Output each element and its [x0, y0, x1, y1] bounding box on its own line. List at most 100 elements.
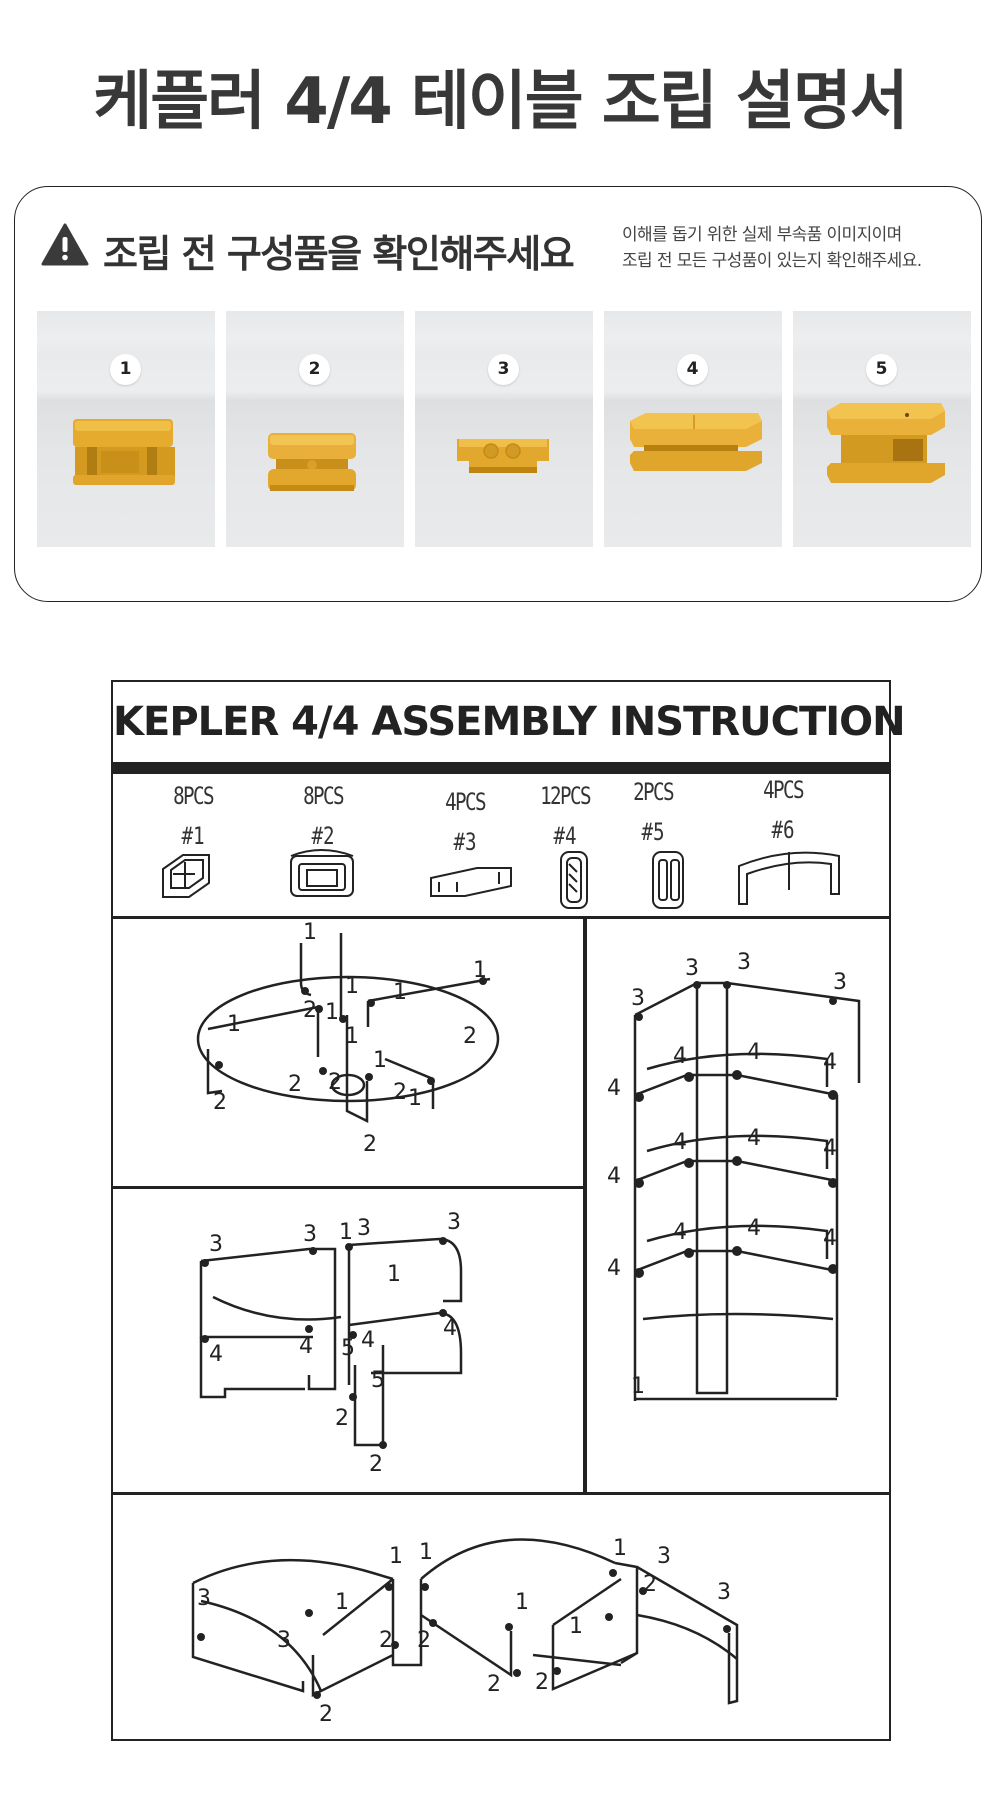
svg-text:4: 4 — [823, 1136, 837, 1161]
part-id: #6 — [771, 816, 795, 844]
part-spec-5: 2PCS #5 — [603, 770, 703, 846]
svg-text:2: 2 — [335, 1406, 349, 1431]
svg-text:2: 2 — [535, 1670, 549, 1695]
part-qty: 4PCS — [445, 788, 486, 816]
svg-text:1: 1 — [227, 1012, 241, 1037]
svg-text:3: 3 — [209, 1232, 223, 1257]
svg-text:3: 3 — [737, 950, 751, 975]
svg-text:4: 4 — [673, 1220, 687, 1245]
svg-text:2: 2 — [369, 1452, 383, 1477]
parts-photo-row: 1 2 3 — [37, 311, 971, 547]
card-note-line: 조립 전 모든 구성품이 있는지 확인해주세요. — [622, 251, 922, 271]
part-number: 5 — [866, 354, 897, 385]
svg-text:4: 4 — [673, 1044, 687, 1069]
svg-text:2: 2 — [379, 1628, 393, 1653]
part-spec-2: 8PCS #2 — [273, 774, 373, 850]
svg-text:4: 4 — [443, 1316, 457, 1341]
svg-text:4: 4 — [747, 1126, 761, 1151]
part-photo-4: 4 — [604, 311, 782, 547]
svg-text:4: 4 — [607, 1256, 621, 1281]
svg-text:1: 1 — [389, 1544, 403, 1569]
svg-text:4: 4 — [673, 1130, 687, 1155]
divider — [113, 916, 889, 919]
part-number: 2 — [299, 354, 330, 385]
card-title: 조립 전 구성품을 확인해주세요 — [103, 232, 575, 276]
part-icons — [162, 849, 840, 909]
svg-text:4: 4 — [607, 1076, 621, 1101]
svg-text:1: 1 — [373, 1048, 387, 1073]
svg-text:1: 1 — [345, 974, 359, 999]
manual-title: KEPLER 4/4 ASSEMBLY INSTRUCTION — [113, 699, 906, 745]
part-spec-6: 4PCS #6 — [733, 768, 833, 844]
part-number: 4 — [677, 354, 708, 385]
part-photo-2: 2 — [226, 311, 404, 547]
svg-text:2: 2 — [417, 1628, 431, 1653]
parts-list: 8PCS #1 8PCS #2 4PCS #3 12PCS #4 2PCS #5… — [113, 774, 889, 916]
svg-text:1: 1 — [631, 1374, 645, 1399]
card-note: 이해를 돕기 위한 실제 부속품 이미지이며 조립 전 모든 구성품이 있는지 … — [622, 222, 922, 274]
svg-text:2: 2 — [487, 1672, 501, 1697]
svg-text:3: 3 — [631, 986, 645, 1011]
svg-text:3: 3 — [303, 1222, 317, 1247]
svg-text:4: 4 — [747, 1216, 761, 1241]
svg-text:1: 1 — [339, 1220, 353, 1245]
svg-text:5: 5 — [341, 1336, 355, 1361]
svg-text:4: 4 — [607, 1164, 621, 1189]
svg-text:2: 2 — [213, 1090, 227, 1115]
svg-text:3: 3 — [277, 1628, 291, 1653]
svg-text:5: 5 — [371, 1368, 385, 1393]
part-number: 1 — [110, 354, 141, 385]
svg-text:2: 2 — [303, 998, 317, 1023]
assembly-manual: KEPLER 4/4 ASSEMBLY INSTRUCTION 8PCS #1 … — [111, 680, 906, 1741]
svg-text:3: 3 — [197, 1586, 211, 1611]
svg-text:1: 1 — [325, 1000, 339, 1025]
part-spec-3: 4PCS #3 — [415, 780, 515, 856]
part-qty: 12PCS — [540, 782, 591, 810]
part-id: #4 — [553, 822, 577, 850]
svg-text:1: 1 — [393, 980, 407, 1005]
title-divider — [113, 762, 889, 774]
svg-text:3: 3 — [657, 1544, 671, 1569]
svg-text:3: 3 — [833, 970, 847, 995]
part-id: #3 — [453, 828, 477, 856]
part-qty: 8PCS — [303, 782, 344, 810]
card-note-line: 이해를 돕기 위한 실제 부속품 이미지이며 — [622, 225, 902, 245]
part-id: #1 — [181, 822, 205, 850]
warning-triangle-icon — [41, 223, 89, 267]
svg-text:2: 2 — [319, 1702, 333, 1727]
svg-text:2: 2 — [288, 1072, 302, 1097]
part-id: #2 — [311, 822, 335, 850]
svg-text:1: 1 — [303, 920, 317, 945]
svg-text:1: 1 — [515, 1590, 529, 1615]
part-photo-3: 3 — [415, 311, 593, 547]
part-qty: 4PCS — [763, 776, 804, 804]
part-qty: 2PCS — [633, 778, 674, 806]
svg-text:4: 4 — [361, 1328, 375, 1353]
svg-text:4: 4 — [823, 1226, 837, 1251]
svg-text:4: 4 — [299, 1334, 313, 1359]
svg-text:1: 1 — [335, 1590, 349, 1615]
svg-text:4: 4 — [209, 1342, 223, 1367]
svg-text:2: 2 — [363, 1132, 377, 1157]
divider — [113, 1186, 583, 1189]
part-qty: 8PCS — [173, 782, 214, 810]
svg-text:1: 1 — [408, 1086, 422, 1111]
svg-text:4: 4 — [747, 1040, 761, 1065]
svg-text:4: 4 — [823, 1050, 837, 1075]
svg-text:1: 1 — [419, 1540, 433, 1565]
part-spec-4: 12PCS #4 — [515, 774, 615, 850]
part-photo-1: 1 — [37, 311, 215, 547]
part-id: #5 — [641, 818, 665, 846]
svg-text:2: 2 — [393, 1080, 407, 1105]
part-number: 3 — [488, 354, 519, 385]
divider — [113, 1492, 889, 1495]
page-title: 케플러 4/4 테이블 조립 설명서 — [93, 65, 908, 139]
svg-text:1: 1 — [387, 1262, 401, 1287]
part-photo-5: 5 — [793, 311, 971, 547]
svg-text:1: 1 — [345, 1024, 359, 1049]
divider — [583, 918, 587, 1493]
